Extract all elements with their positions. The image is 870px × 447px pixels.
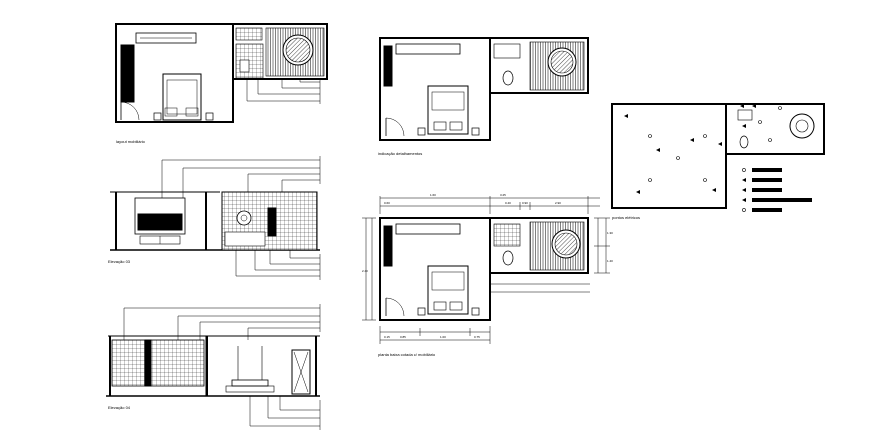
legend-item <box>742 208 782 212</box>
elevation-03 <box>110 156 321 280</box>
label-elevation-03: Elevação 03 <box>108 259 131 264</box>
dim-top-i: 1.00 <box>440 335 446 339</box>
legend-item <box>742 168 782 172</box>
outlet-points <box>624 104 756 194</box>
plan-dimensioned <box>362 196 610 344</box>
label-detail-plan: indicação detalhamentos <box>378 151 422 156</box>
dim-top-g: 0.15 <box>384 335 390 339</box>
legend-item <box>742 188 782 192</box>
dim-top-d: 0.40 <box>505 201 511 205</box>
legend-item <box>742 178 782 182</box>
dimension-texts: 1.60 3.25 0.60 0.40 0.90 2.90 0.15 0.85 … <box>362 193 613 339</box>
dim-top-a: 1.60 <box>430 193 436 197</box>
legend-item <box>742 198 812 202</box>
electrical-legend <box>742 168 812 212</box>
dim-side-right-b: 1.40 <box>607 259 613 263</box>
dim-top-c: 0.60 <box>384 201 390 205</box>
dim-side-right-a: 1.30 <box>607 231 613 235</box>
dim-side-left: 2.40 <box>362 269 368 273</box>
label-elevation-04: Elevação 04 <box>108 405 131 410</box>
label-dimensioned-plan: planta baixa cotada c/ mobiliário <box>378 352 436 357</box>
dim-top-f: 2.90 <box>555 201 561 205</box>
label-electrical-plan: pontos elétricos <box>612 215 640 220</box>
label-layout-furniture: layout mobiliário <box>116 139 146 144</box>
dim-top-e: 0.90 <box>522 201 528 205</box>
dim-top-b: 3.25 <box>500 193 506 197</box>
ceiling-light-points <box>648 106 782 182</box>
plan-electrical-points <box>611 103 825 209</box>
dim-top-j: 0.75 <box>474 335 480 339</box>
elevation-04 <box>106 304 321 430</box>
plan-detail-indication <box>379 37 589 141</box>
dim-top-h: 0.85 <box>400 335 406 339</box>
plan-layout-furniture <box>115 23 328 123</box>
